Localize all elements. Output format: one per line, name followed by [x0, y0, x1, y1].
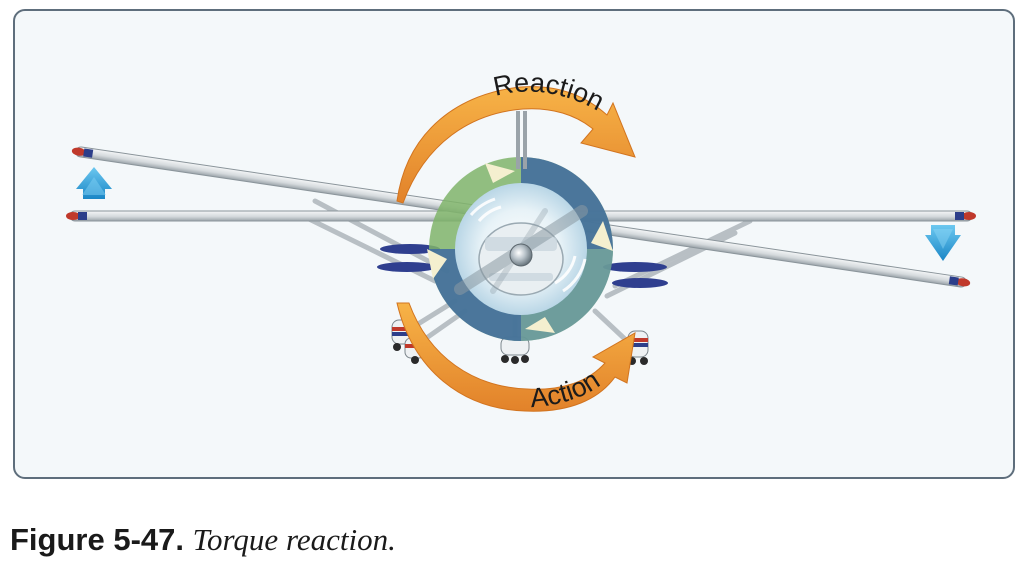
figure-caption: Figure 5-47. Torque reaction. [10, 520, 396, 560]
figure-number: Figure 5-47. [10, 522, 184, 557]
torque-reaction-diagram: Reaction Action [66, 67, 976, 413]
figure-title: Torque reaction. [192, 522, 396, 557]
action-label: Action [529, 364, 605, 413]
wheel-nose [500, 336, 530, 364]
diagram-panel: Reaction Action [13, 9, 1015, 479]
propeller-disc [427, 111, 613, 341]
down-arrow-icon [925, 225, 961, 261]
horizontal-stabilizer [377, 244, 668, 288]
up-arrow-icon [76, 167, 112, 199]
